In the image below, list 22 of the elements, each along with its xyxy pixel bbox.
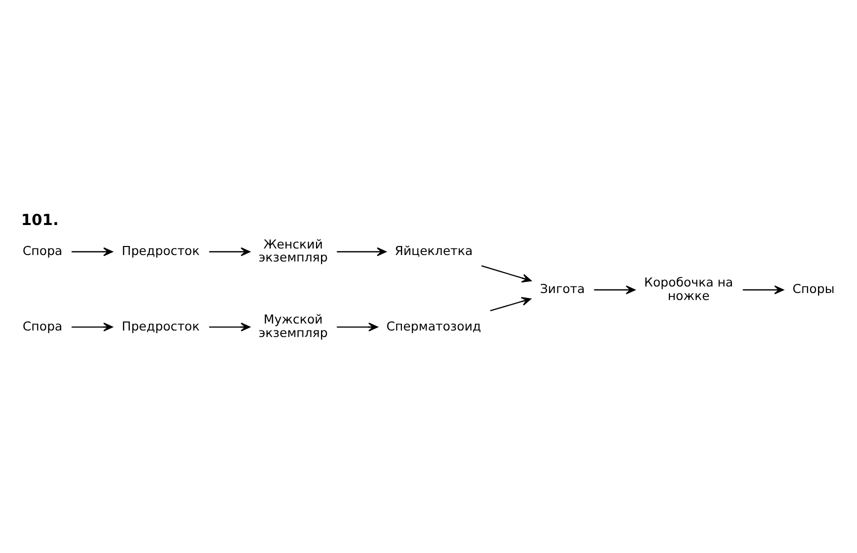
diagram-title: 101. (21, 210, 59, 228)
node-text: Спора (22, 318, 62, 333)
arrow (209, 246, 250, 256)
arrow (742, 284, 784, 294)
arrow (481, 264, 532, 282)
node-text: Коробочка на ножке (644, 274, 734, 302)
arrow (72, 246, 113, 256)
arrow (336, 322, 378, 331)
arrow (594, 284, 636, 294)
node-text: Сперматозоид (386, 318, 482, 333)
arrow (490, 296, 532, 311)
node-text: Предросток (122, 243, 200, 258)
node-text: Предросток (122, 318, 200, 333)
node-text: Споры (792, 282, 834, 296)
arrow (336, 246, 386, 256)
arrow (72, 322, 113, 331)
node-text: Мужской экземпляр (258, 312, 328, 340)
arrow (209, 322, 250, 331)
node-text: Яйцеклетка (394, 243, 473, 258)
node-text: Зигота (540, 282, 585, 296)
node-text: Спора (22, 243, 62, 258)
node-text: Женский экземпляр (258, 236, 328, 264)
